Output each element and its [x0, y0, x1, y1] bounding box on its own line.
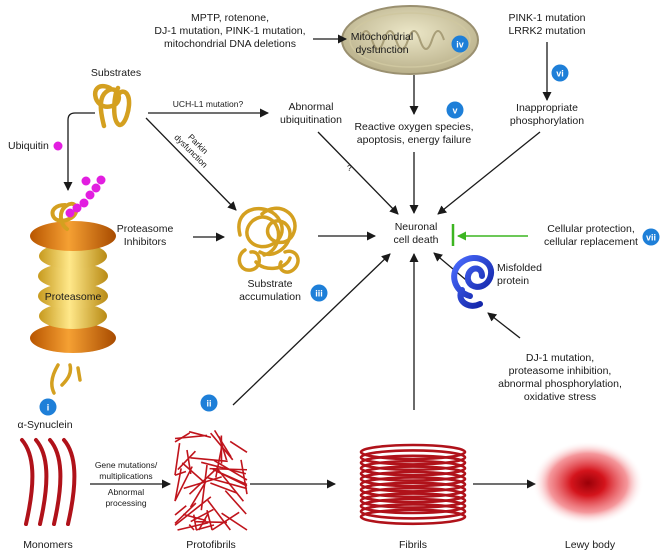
dj1-label-3: abnormal phosphorylation, [498, 378, 622, 390]
badge-vii: vii [643, 229, 660, 246]
gene-label-4: processing [105, 498, 146, 508]
ros-label-1: Reactive oxygen species, [354, 121, 473, 133]
misfolded-label-2: protein [497, 275, 529, 287]
protofibrils-label: Protofibrils [186, 539, 236, 551]
dj1-label-4: oxidative stress [524, 391, 596, 403]
substrate-accumulation-icon [239, 208, 298, 272]
gene-label-3: Abnormal [108, 487, 144, 497]
parkin-label: Parkin dysfunction [172, 125, 217, 170]
center-label-2: cell death [394, 234, 439, 246]
svg-text:iii: iii [315, 289, 323, 299]
phosph-label-1: Inappropriate [516, 102, 578, 114]
badge-iv: iv [452, 36, 469, 53]
badge-ii: ii [201, 395, 218, 412]
ubiquitin-chain [66, 176, 106, 218]
protofibrils-icon [175, 430, 247, 530]
top-left-cause-2: DJ-1 mutation, PINK-1 mutation, [154, 25, 305, 37]
lewy-label: Lewy body [565, 539, 616, 551]
inhibitors-label-1: Proteasome [117, 223, 174, 235]
svg-text:vii: vii [646, 233, 656, 243]
top-right-cause-1: PINK-1 mutation [508, 12, 585, 24]
abnormal-ubiq-label-2: ubiquitination [280, 114, 342, 126]
mito-label-1: Mitochondrial [351, 31, 413, 43]
badge-iii: iii [311, 285, 328, 302]
fibrils-icon [361, 445, 465, 524]
inhibitors-label-2: Inhibitors [124, 236, 167, 248]
accum-label-2: accumulation [239, 291, 301, 303]
substrate-icon [95, 86, 129, 126]
proteasome-label: Proteasome [45, 291, 102, 303]
abnormal-ubiq-label-1: Abnormal [289, 101, 334, 113]
fibrils-label: Fibrils [399, 539, 427, 551]
arrow-substrate-to-proteasome [68, 113, 95, 190]
badge-v: v [447, 102, 464, 119]
protection-label-1: Cellular protection, [547, 223, 635, 235]
gene-label-1: Gene mutations/ [95, 460, 158, 470]
question-mark: ? [347, 163, 352, 173]
svg-text:v: v [452, 106, 457, 116]
synuclein-label: α-Synuclein [17, 419, 72, 431]
arrow-protofibrils-to-death [233, 254, 390, 405]
misfolded-protein-icon [454, 258, 491, 306]
gene-label-2: multiplications [99, 471, 152, 481]
mito-label-2: dysfunction [355, 44, 408, 56]
svg-text:vi: vi [556, 69, 564, 79]
ubiquitin-label: Ubiquitin [8, 140, 49, 152]
svg-text:iv: iv [456, 40, 464, 50]
monomers-icon [22, 440, 74, 524]
svg-text:ii: ii [206, 399, 211, 409]
uchl1-label: UCH-L1 mutation? [173, 99, 244, 109]
substrates-label: Substrates [91, 67, 141, 79]
monomers-label: Monomers [23, 539, 73, 551]
ros-label-2: apoptosis, energy failure [357, 134, 472, 146]
svg-text:i: i [47, 403, 50, 413]
phosph-label-2: phosphorylation [510, 115, 584, 127]
center-label-1: Neuronal [395, 221, 438, 233]
badge-vi: vi [552, 65, 569, 82]
badge-i: i [40, 399, 57, 416]
dj1-label-2: proteasome inhibition, [509, 365, 612, 377]
top-right-cause-2: LRRK2 mutation [508, 25, 585, 37]
top-left-cause-3: mitochondrial DNA deletions [164, 38, 296, 50]
lewy-body-icon [532, 441, 644, 525]
accum-label-1: Substrate [248, 278, 293, 290]
protection-label-2: cellular replacement [544, 236, 638, 248]
dj1-label-1: DJ-1 mutation, [526, 352, 594, 364]
misfolded-label-1: Misfolded [497, 262, 542, 274]
ubiquitin-dot [54, 142, 63, 151]
top-left-cause-1: MPTP, rotenone, [191, 12, 269, 24]
arrow-parkin [146, 118, 236, 210]
arrow-dj1-to-misfolded [488, 313, 520, 338]
